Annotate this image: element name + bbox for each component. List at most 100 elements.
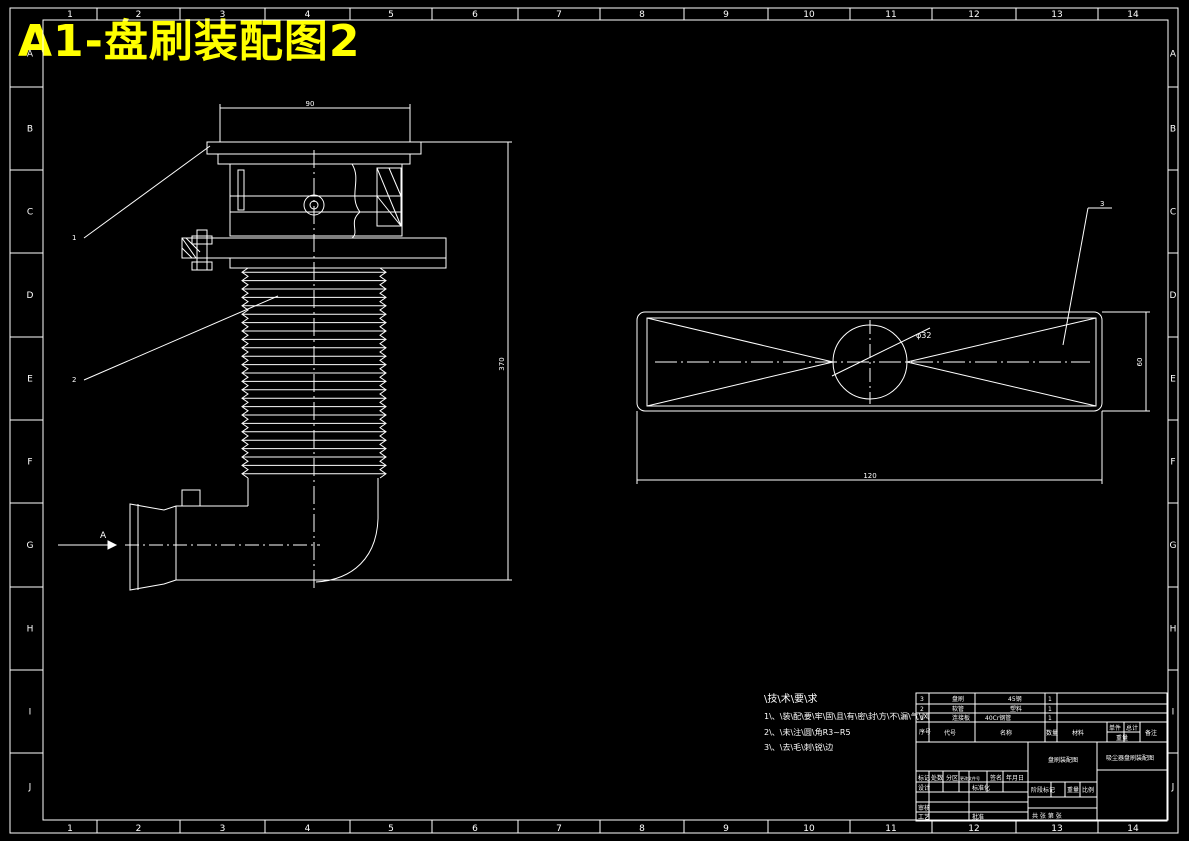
tb-design: 设计: [918, 784, 930, 792]
zone-col-bottom-11: 11: [885, 824, 896, 834]
zone-col-bottom-12: 12: [968, 824, 979, 834]
zone-row-left-F: F: [27, 458, 32, 468]
drawing-title: A1-盘刷装配图2: [18, 16, 361, 67]
tb-count: 处数: [931, 774, 943, 782]
zone-col-top-4: 4: [305, 10, 311, 20]
zone-col-top-11: 11: [885, 10, 896, 20]
tb-h-name: 名称: [1000, 729, 1012, 737]
tb-mark: 标记: [918, 774, 930, 782]
tb-row3-idx: 1: [920, 715, 924, 722]
assembly-view: [83, 104, 447, 590]
zone-col-top-14: 14: [1127, 10, 1139, 20]
zone-row-left-H: H: [27, 625, 34, 635]
brush-plan-view: [636, 207, 1150, 484]
zone-col-bottom-5: 5: [388, 824, 394, 834]
bellows-outline: [241, 267, 249, 479]
zone-col-top-5: 5: [388, 10, 394, 20]
tb-audit: 审核: [918, 804, 930, 812]
tb-scale: 比例: [1082, 786, 1094, 794]
dim-view-width: 120: [863, 472, 876, 480]
leader-label-2: 2: [72, 376, 76, 384]
bellows-outline: [379, 267, 387, 479]
zone-row-left-E: E: [27, 375, 33, 385]
zone-col-bottom-13: 13: [1051, 824, 1062, 834]
tb-school: 吸尘器盘刷装配图: [1106, 754, 1154, 762]
zone-col-bottom-2: 2: [136, 824, 142, 834]
tb-row3-qty: 1: [1048, 715, 1052, 722]
zone-col-top-7: 7: [556, 10, 562, 20]
notes-line-1: 1\、\装\配\要\牢\固\且\有\密\封\方\不\漏\气\风: [764, 711, 930, 721]
tb-h-qty: 数量: [1046, 729, 1058, 737]
zone-col-bottom-4: 4: [305, 824, 311, 834]
zone-row-right-I: I: [1172, 708, 1175, 718]
zone-col-top-6: 6: [472, 10, 478, 20]
tb-h-single: 单件: [1109, 724, 1121, 732]
zone-col-bottom-10: 10: [803, 824, 815, 834]
dim-top-width: 90: [306, 100, 315, 108]
zone-row-right-A: A: [1170, 50, 1177, 60]
tb-row1-mat: 45钢: [1008, 695, 1022, 703]
tb-date: 年月日: [1006, 774, 1024, 782]
tb-row1-name: 盘刷: [952, 695, 964, 703]
zone-col-bottom-6: 6: [472, 824, 478, 834]
tb-row2-mat: 塑料: [1010, 705, 1022, 713]
notes-line-3: 3\、\去\毛\刺\锐\边: [764, 742, 833, 752]
zone-col-top-13: 13: [1051, 10, 1062, 20]
title-block: [915, 692, 1168, 822]
tb-standard: 标准化: [972, 784, 990, 792]
zone-col-top-9: 9: [723, 10, 729, 20]
tb-process: 工艺: [918, 813, 930, 821]
tb-h-code: 代号: [944, 729, 956, 737]
zone-row-left-I: I: [29, 708, 32, 718]
zone-col-bottom-1: 1: [67, 824, 73, 834]
zone-row-right-J: J: [1171, 783, 1175, 793]
zone-row-left-D: D: [27, 291, 34, 301]
tb-h-total: 总计: [1126, 724, 1138, 732]
dim-height: 370: [498, 357, 506, 370]
tb-change-no: 更改文件号: [960, 775, 980, 781]
tb-zone: 分区: [946, 774, 958, 782]
zone-row-right-G: G: [1170, 541, 1177, 551]
zone-row-right-C: C: [1170, 208, 1176, 218]
tb-h-seq: 序号: [919, 728, 931, 736]
zone-col-bottom-3: 3: [220, 824, 226, 834]
zone-col-bottom-9: 9: [723, 824, 729, 834]
zone-row-left-G: G: [27, 541, 34, 551]
tb-h-weight: 重量: [1116, 734, 1128, 742]
tb-weight: 重量: [1067, 786, 1079, 794]
tb-h-remark: 备注: [1145, 729, 1157, 737]
tb-approve: 批准: [972, 813, 984, 821]
zone-row-left-B: B: [27, 125, 33, 135]
zone-col-top-12: 12: [968, 10, 979, 20]
zone-col-top-3: 3: [220, 10, 226, 20]
zone-row-right-F: F: [1170, 458, 1175, 468]
zone-row-left-C: C: [27, 208, 33, 218]
notes-heading: \技\术\要\求: [764, 692, 817, 705]
tb-row1-qty: 1: [1048, 696, 1052, 703]
zone-col-bottom-14: 14: [1127, 824, 1139, 834]
notes-line-2: 2\、\未\注\圆\角R3~R5: [764, 727, 851, 737]
zone-col-top-1: 1: [67, 10, 73, 20]
tb-row2-qty: 1: [1048, 706, 1052, 713]
zone-row-right-B: B: [1170, 125, 1176, 135]
dim-hole-dia: φ32: [916, 331, 931, 340]
bellows-hose: [241, 267, 387, 479]
tb-row2-idx: 2: [920, 706, 924, 713]
elbow-pipe: [58, 141, 512, 591]
zone-row-right-E: E: [1170, 375, 1176, 385]
tb-h-mat: 材料: [1072, 729, 1084, 737]
tb-row3-mat: 40Cr钢管: [985, 714, 1011, 722]
tb-drawing-name: 盘刷装配图: [1048, 756, 1078, 764]
tb-sheets: 共 张 第 张: [1032, 812, 1062, 820]
dim-view-height: 60: [1136, 358, 1144, 367]
leader-label-1: 1: [72, 234, 76, 242]
zone-row-right-D: D: [1170, 291, 1177, 301]
zone-row-right-H: H: [1170, 625, 1177, 635]
sheet-border: [9, 7, 1179, 834]
zone-col-bottom-7: 7: [556, 824, 562, 834]
leader-label-3: 3: [1100, 200, 1104, 208]
tb-stage-mark: 阶段标记: [1031, 786, 1055, 794]
tb-row3-name: 连接板: [952, 714, 970, 722]
